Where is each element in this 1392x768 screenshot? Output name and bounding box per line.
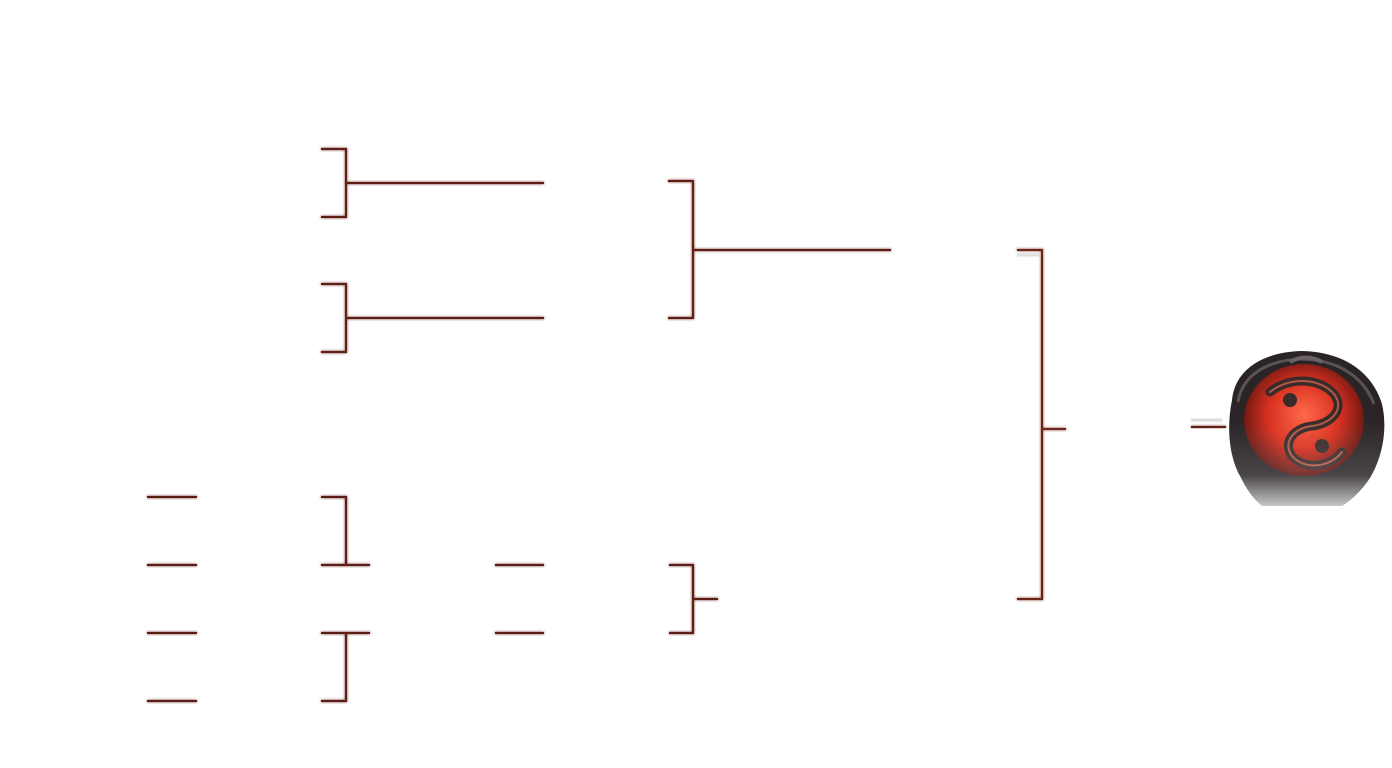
upper-round1-match-b [321,283,544,353]
upper-round1-match-a [321,148,544,218]
lower-r2a-bracket [321,496,370,566]
lower-round1-slots [147,496,197,702]
grand-final-match [1017,249,1066,600]
upper-final-bracket [668,180,891,319]
grand-final-bracket [1017,249,1066,600]
aegis-trophy-icon [1215,351,1392,520]
upper-final-match [668,180,891,319]
lower-semifinal-match [669,564,718,634]
lower-round3-slots [495,564,544,634]
lower-round2-match-b [321,632,370,702]
lower-r2b-bracket [321,632,370,702]
lower-round2-match-a [321,496,370,566]
